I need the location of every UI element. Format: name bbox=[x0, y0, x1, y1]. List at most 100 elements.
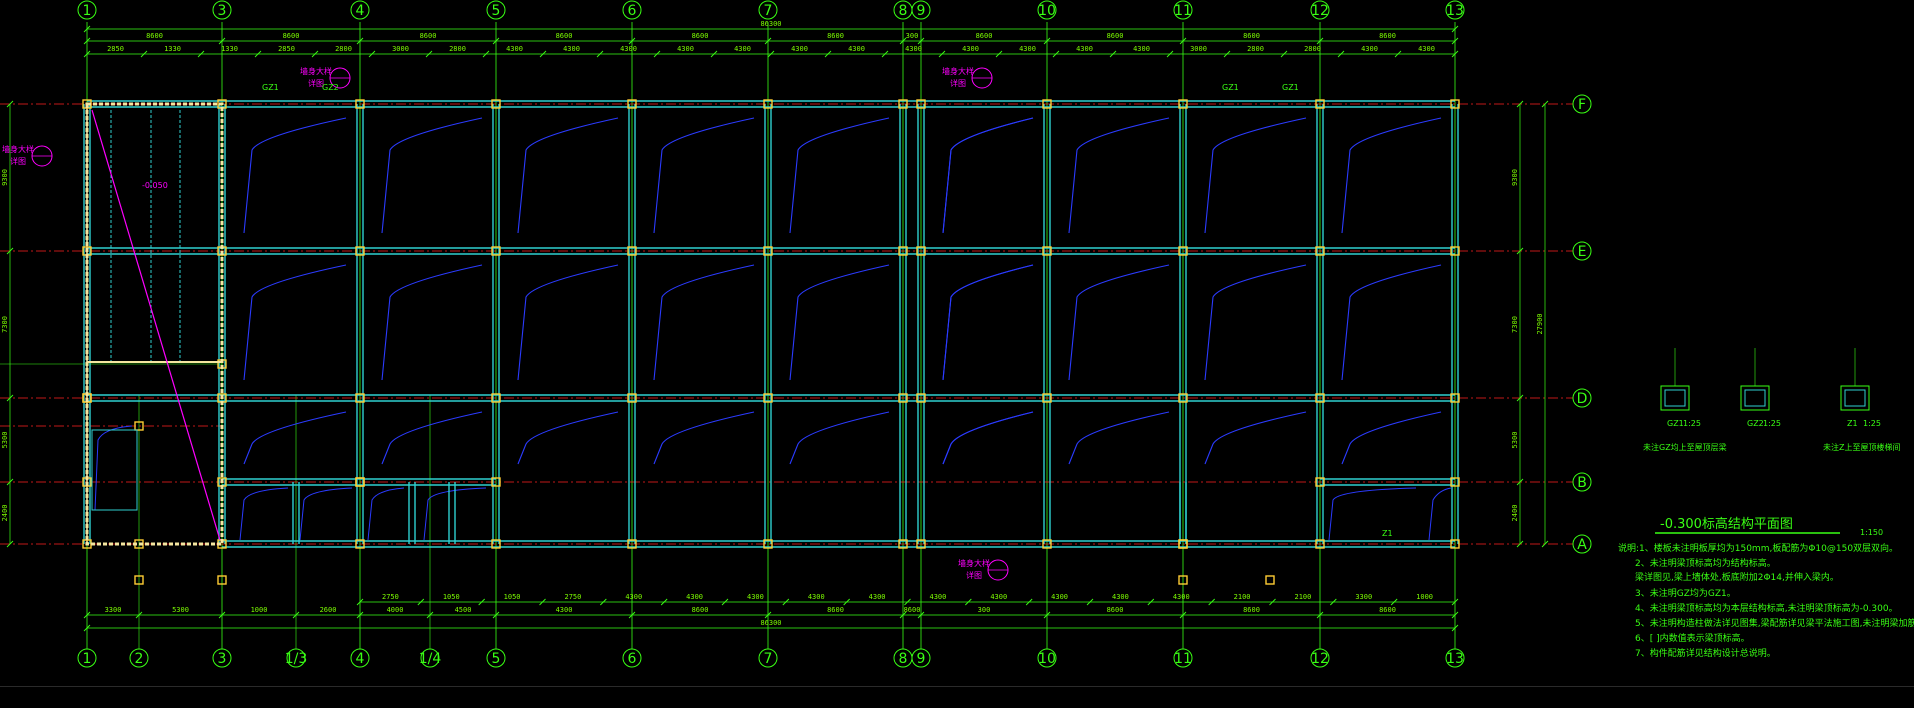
dim-bot-overall-tick-0 bbox=[83, 624, 91, 632]
stair-diagonal bbox=[91, 109, 221, 541]
column-6-A bbox=[627, 539, 637, 549]
column-detail-name-1: GZ2 bbox=[1747, 419, 1764, 428]
grid-bubble-top-9-circle bbox=[911, 0, 931, 20]
dim-bot-2-tick-11 bbox=[1025, 598, 1033, 606]
dim-top-2-label-5: 3000 bbox=[392, 45, 409, 53]
dim-bot-2-tick-6 bbox=[721, 598, 729, 606]
column-5-E bbox=[491, 246, 501, 256]
note-line-1: 说明:1、楼板未注明板厚均为150mm,板配筋为Φ10@150双层双向。 bbox=[1618, 542, 1898, 554]
grid-bubble-bottom-6: 5 bbox=[486, 648, 506, 668]
grid-bubble-bottom-13-circle bbox=[1310, 648, 1330, 668]
column-7-D bbox=[763, 393, 773, 403]
dim-top-1-label-5: 8600 bbox=[827, 32, 844, 40]
dim-top-2-tick-21 bbox=[1280, 50, 1288, 58]
dim-bot-2-label-1: 1050 bbox=[443, 593, 460, 601]
column-detail-inner-0 bbox=[1664, 389, 1686, 407]
slab-rebar-strip-1 bbox=[299, 487, 353, 541]
dim-top-2-label-19: 3000 bbox=[1190, 45, 1207, 53]
note-line-3: 梁详图见,梁上墙体处,板底附加2Φ14,并伸入梁内。 bbox=[1635, 571, 1839, 583]
dim-top-2-label-12: 4300 bbox=[791, 45, 808, 53]
dim-left-tick-0 bbox=[6, 100, 14, 108]
stair-area bbox=[85, 102, 224, 546]
grid-bubble-bottom-10-circle bbox=[911, 648, 931, 668]
grid-bubble-bottom-12-label: 11 bbox=[1174, 651, 1192, 667]
grid-bubble-bottom-0: 1 bbox=[77, 648, 97, 668]
dim-top-2-label-10: 4300 bbox=[677, 45, 694, 53]
dim-top-2-tick-16 bbox=[995, 50, 1003, 58]
slab-rebar-8-0 bbox=[1068, 117, 1170, 234]
column-aux-6 bbox=[134, 575, 144, 585]
dim-top-2-tick-0 bbox=[83, 50, 91, 58]
grid-bubble-row-D: D bbox=[1572, 388, 1592, 408]
dim-bot-1-tick-12 bbox=[1179, 611, 1187, 619]
dim-bot-1-tick-1 bbox=[135, 611, 143, 619]
dim-bot-1-tick-0 bbox=[83, 611, 91, 619]
grid-bubble-bottom-8: 7 bbox=[758, 648, 778, 668]
grid-bubble-row-E-label: E bbox=[1578, 244, 1587, 260]
note-line-7: 6、[ ]内数值表示梁顶标高。 bbox=[1635, 632, 1750, 644]
detail-callout-3-sub: 详图 bbox=[966, 570, 982, 580]
dim-top-1-label-2: 8600 bbox=[420, 32, 437, 40]
dim-right-label-3: 2400 bbox=[1511, 505, 1519, 522]
grid-bubble-row-A-circle bbox=[1572, 534, 1592, 554]
dim-top-overall-tick-1 bbox=[1451, 25, 1459, 33]
stair-pit bbox=[91, 429, 138, 511]
dim-left-tick-4 bbox=[6, 540, 14, 548]
grid-bubble-top-8-label: 8 bbox=[899, 3, 908, 19]
grid-bubble-top-3-circle bbox=[212, 0, 232, 20]
dim-top-2-label-3: 2850 bbox=[278, 45, 295, 53]
grid-bubble-bottom-13: 12 bbox=[1310, 648, 1330, 668]
slab-rebar-strip-2 bbox=[367, 487, 405, 541]
dim-top-2-label-9: 4300 bbox=[620, 45, 637, 53]
dim-top-2-tick-7 bbox=[482, 50, 490, 58]
dim-bot-1-label-13: 8600 bbox=[1379, 606, 1396, 614]
dim-right-label-0: 9300 bbox=[1511, 169, 1519, 186]
dim-top-1-tick-4 bbox=[628, 37, 636, 45]
dim-top-1-label-4: 8600 bbox=[692, 32, 709, 40]
grid-bubble-top-7-label: 7 bbox=[764, 3, 773, 19]
grid-bubble-row-F-label: F bbox=[1578, 97, 1586, 113]
dim-top-2-label-11: 4300 bbox=[734, 45, 751, 53]
dim-bot-2-label-14: 2100 bbox=[1234, 593, 1251, 601]
column-7-A bbox=[763, 539, 773, 549]
column-11-F bbox=[1178, 99, 1188, 109]
slab-rebar-10-1 bbox=[1341, 264, 1442, 381]
slab-rebar-1-1 bbox=[243, 264, 347, 381]
dim-bot-2-label-5: 4300 bbox=[686, 593, 703, 601]
column-9-D bbox=[916, 393, 926, 403]
dim-top-2-tick-4 bbox=[311, 50, 319, 58]
grid-bubble-row-D-label: D bbox=[1577, 391, 1588, 407]
note-line-8: 7、构件配筋详见结构设计总说明。 bbox=[1635, 647, 1776, 659]
grid-bubble-bottom-10-label: 9 bbox=[917, 651, 926, 667]
grid-bubble-bottom-5: 1/4 bbox=[419, 648, 441, 668]
grid-bubble-bottom-3: 1/3 bbox=[285, 648, 307, 668]
dim-bot-2-label-3: 2750 bbox=[564, 593, 581, 601]
grid-bubble-row-A-label: A bbox=[1577, 537, 1587, 553]
dim-left-label-3: 2400 bbox=[1, 505, 9, 522]
column-12-F bbox=[1315, 99, 1325, 109]
grid-bubble-bottom-9-label: 8 bbox=[899, 651, 908, 667]
column-10-F bbox=[1042, 99, 1052, 109]
grid-bubble-top-1-circle bbox=[77, 0, 97, 20]
grid-bubble-bottom-1-label: 2 bbox=[135, 651, 144, 667]
slab-rebar-east-0 bbox=[942, 117, 1034, 234]
dim-top-1-tick-11 bbox=[1451, 37, 1459, 45]
column-aux-2 bbox=[355, 477, 365, 487]
dim-bot-2-label-6: 4300 bbox=[747, 593, 764, 601]
column-12-E bbox=[1315, 246, 1325, 256]
dim-bot-overall-label-0: 86300 bbox=[760, 619, 781, 627]
dim-top-1-label-9: 8600 bbox=[1243, 32, 1260, 40]
dim-top-1-tick-10 bbox=[1316, 37, 1324, 45]
dim-top-2-label-22: 4300 bbox=[1361, 45, 1378, 53]
dim-bot-2-tick-5 bbox=[660, 598, 668, 606]
dim-bot-1-label-3: 2600 bbox=[320, 606, 337, 614]
dim-bot-2-tick-16 bbox=[1330, 598, 1337, 606]
slab-rebar-east-2 bbox=[942, 411, 1034, 465]
dim-left-tick-2 bbox=[6, 394, 14, 402]
slab-rebar-3-1 bbox=[517, 264, 619, 381]
column-9-F bbox=[916, 99, 926, 109]
column-5-F bbox=[491, 99, 501, 109]
grid-bubble-top-11-label: 11 bbox=[1174, 3, 1192, 19]
